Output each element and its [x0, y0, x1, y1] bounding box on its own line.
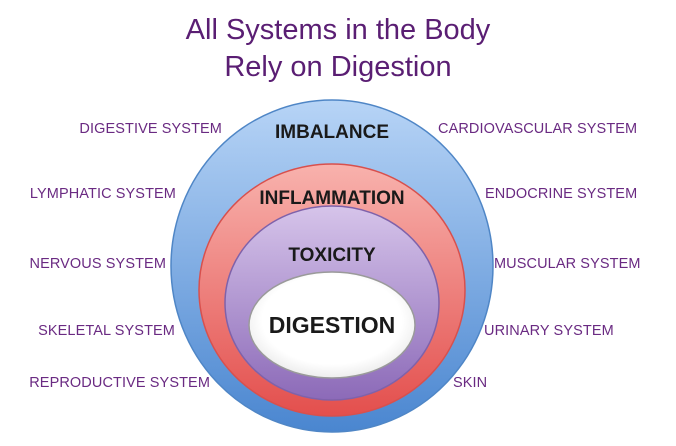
title-line-2: Rely on Digestion — [224, 51, 452, 83]
system-label-muscular: MUSCULAR SYSTEM — [494, 256, 641, 272]
digestion-label: DIGESTION — [269, 312, 396, 338]
system-label-urinary: URINARY SYSTEM — [484, 323, 614, 339]
system-label-digestive: DIGESTIVE SYSTEM — [79, 121, 222, 137]
system-label-lymphatic: LYMPHATIC SYSTEM — [29, 186, 176, 202]
system-label-reproductive: REPRODUCTIVE SYSTEM — [29, 375, 210, 391]
imbalance-label: IMBALANCE — [275, 122, 389, 143]
system-label-cardiovascular: CARDIOVASCULAR SYSTEM — [438, 121, 638, 137]
digestion-core — [248, 271, 416, 379]
system-label-nervous: NERVOUS SYSTEM — [29, 256, 166, 272]
diagram-title: All Systems in the Body Rely on Digestio… — [0, 12, 676, 86]
system-label-skeletal: SKELETAL SYSTEM — [38, 323, 175, 339]
system-label-skin: SKIN — [453, 375, 488, 391]
toxicity-label: TOXICITY — [288, 245, 376, 266]
system-label-endocrine: ENDOCRINE SYSTEM — [485, 186, 638, 202]
inflammation-label: INFLAMMATION — [259, 188, 404, 209]
title-line-1: All Systems in the Body — [185, 14, 491, 46]
